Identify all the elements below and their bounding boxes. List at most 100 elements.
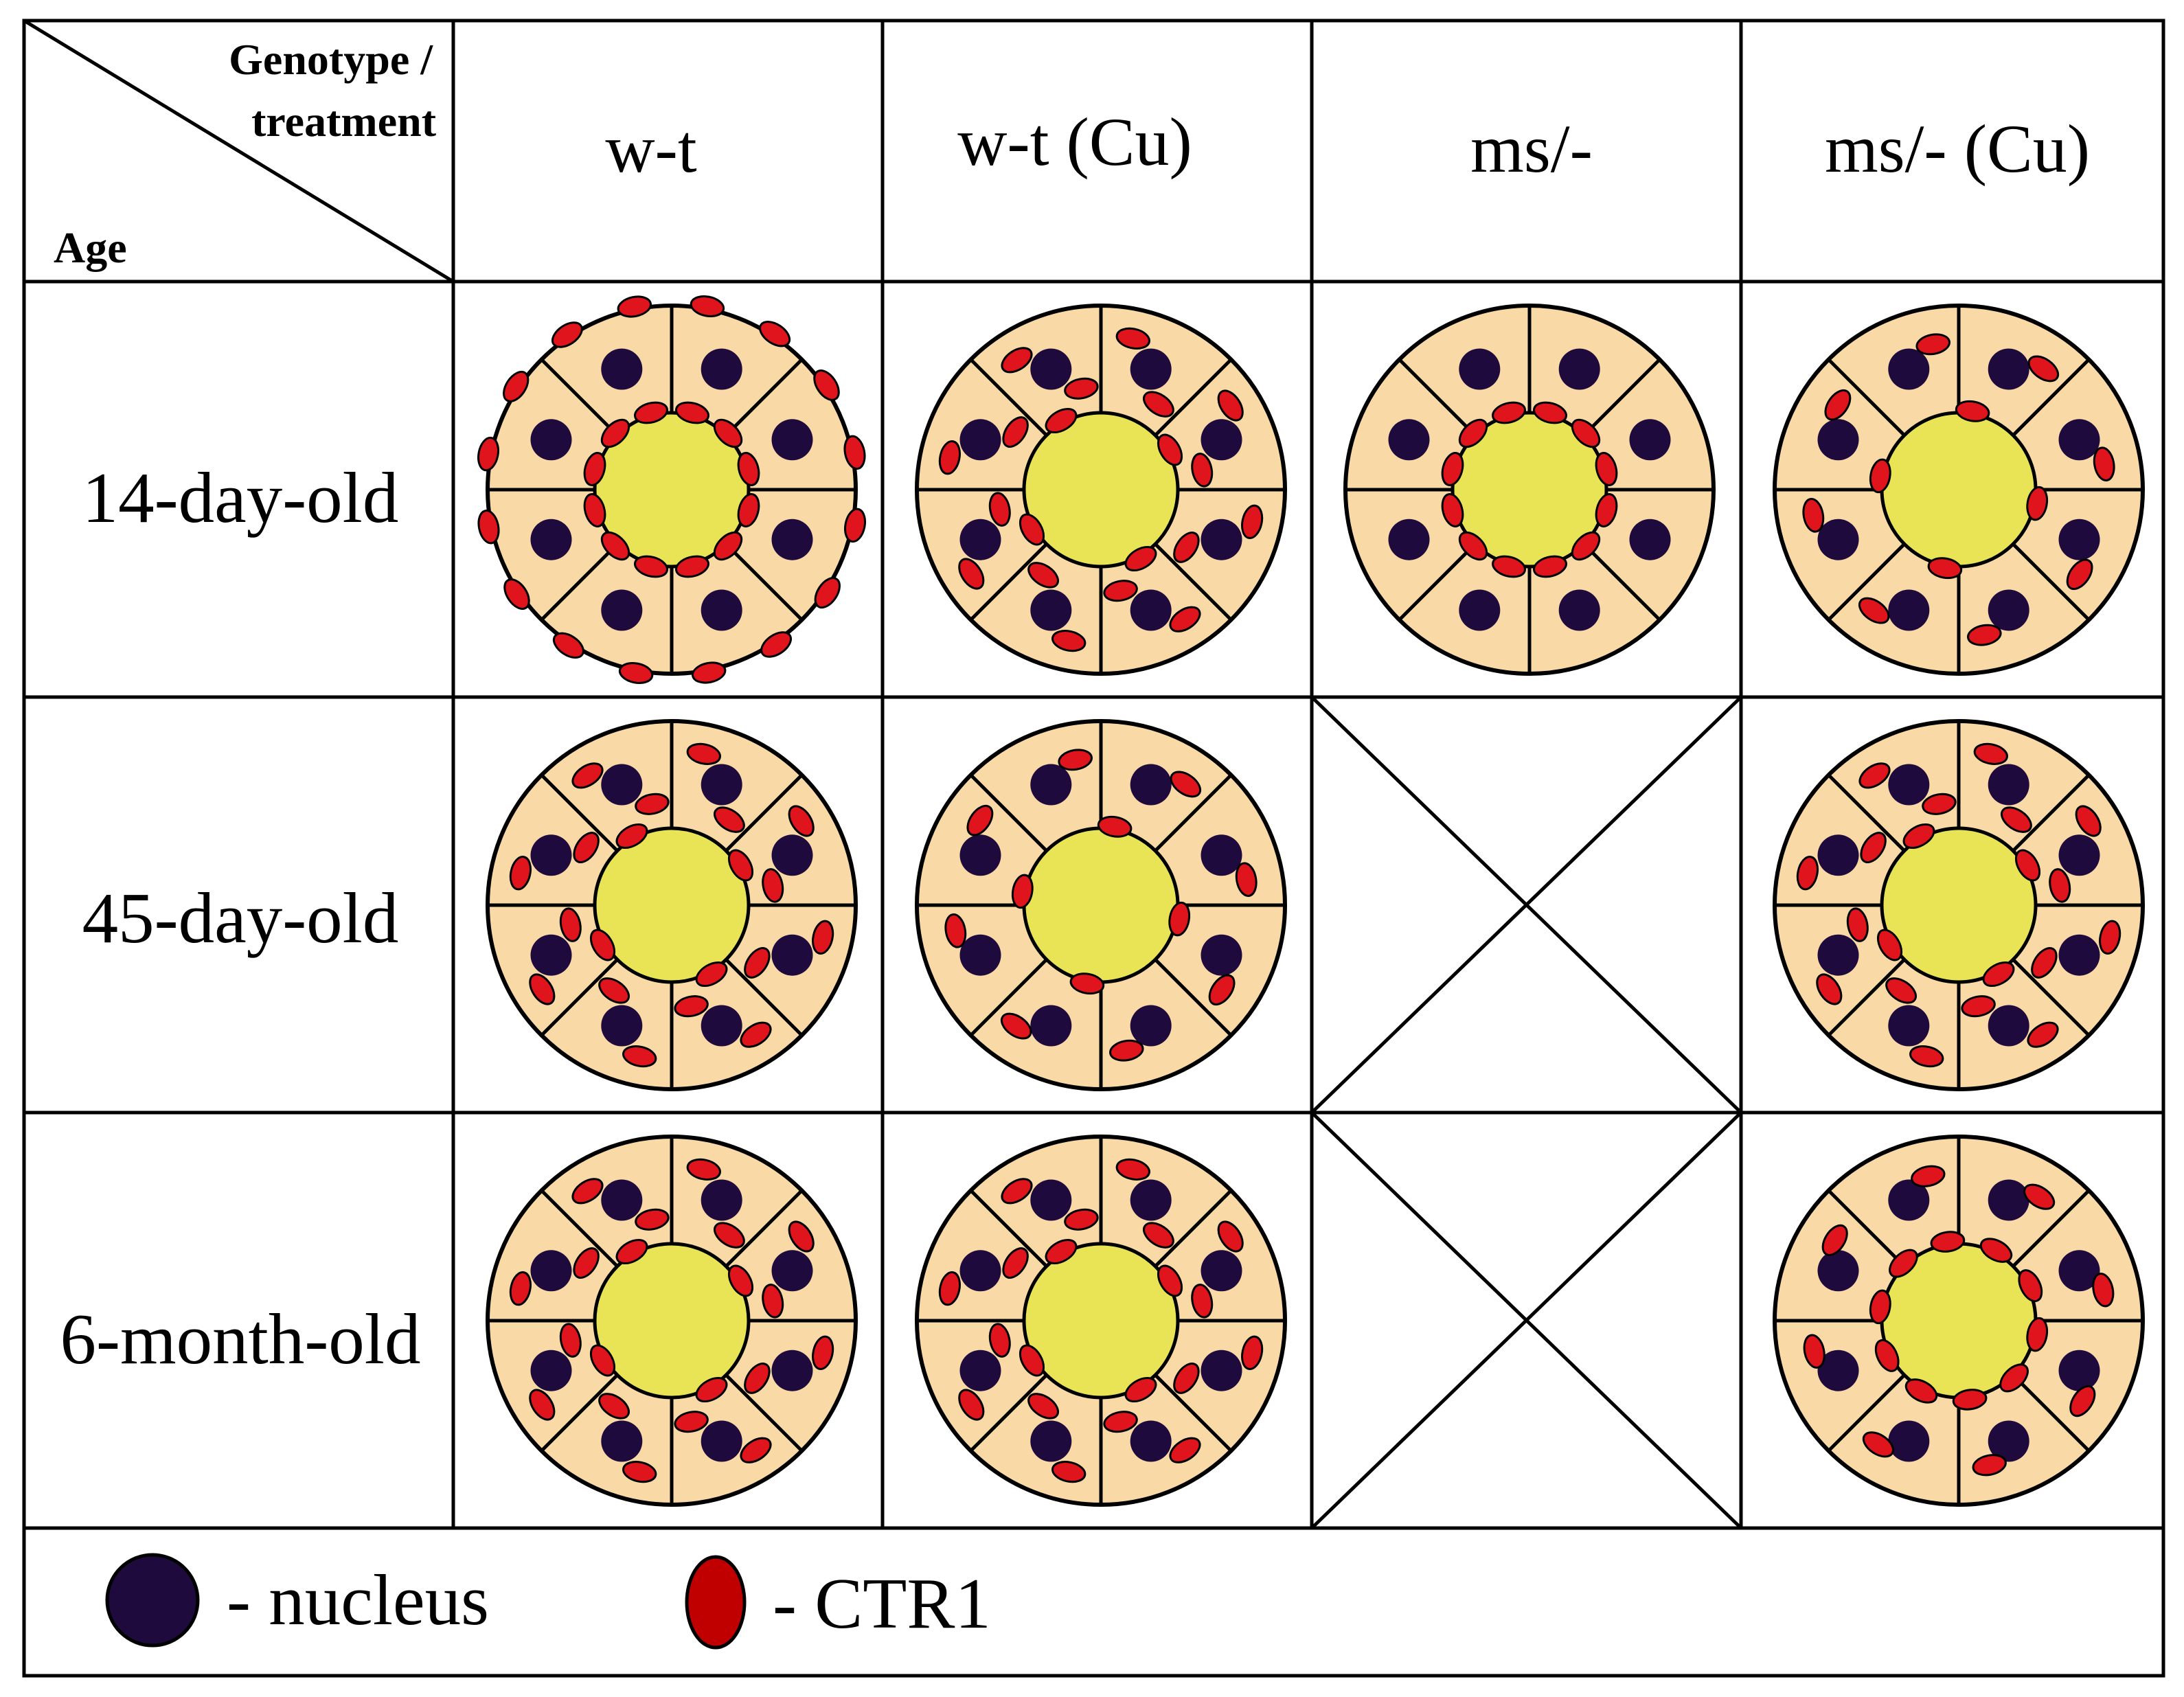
cell-boundary bbox=[2012, 773, 2091, 852]
ctr1-marker bbox=[1001, 347, 1033, 374]
ctr1-marker bbox=[812, 920, 834, 955]
ctr1-marker bbox=[635, 1208, 670, 1231]
ctr1-marker bbox=[690, 295, 725, 317]
nucleus bbox=[701, 589, 742, 631]
corner-genotype-label: Genotype / bbox=[229, 35, 433, 84]
nucleus bbox=[701, 1179, 742, 1221]
ctr1-marker bbox=[2031, 947, 2058, 979]
ctr1-marker bbox=[571, 762, 604, 789]
nucleus bbox=[1130, 589, 1172, 631]
ctr1-marker bbox=[1860, 832, 1887, 863]
cell-boundary bbox=[969, 358, 1048, 437]
ctr1-marker bbox=[692, 661, 727, 684]
ctr1-marker bbox=[674, 1411, 709, 1433]
ctr1-marker bbox=[813, 369, 840, 401]
row-header-6-month: 6-month-old bbox=[60, 1299, 421, 1379]
nucleus bbox=[1888, 1179, 1930, 1221]
ctr1-marker bbox=[1011, 874, 1034, 909]
cell-boundary bbox=[1154, 1374, 1233, 1453]
ctr1-marker bbox=[1889, 1249, 1918, 1278]
ctr1-marker bbox=[503, 370, 530, 402]
lumen bbox=[1880, 411, 2038, 569]
ctr1-marker bbox=[1876, 929, 1903, 961]
nucleus bbox=[959, 1349, 1001, 1391]
ctr1-marker bbox=[1915, 333, 1950, 356]
nucleus bbox=[1030, 1005, 1072, 1047]
ctr1-marker bbox=[622, 1045, 657, 1068]
nucleus bbox=[1558, 589, 1600, 631]
ctr1-marker bbox=[713, 418, 743, 448]
ctr1-marker bbox=[1874, 1339, 1900, 1372]
ctr1-marker bbox=[760, 631, 792, 658]
nucleus bbox=[1459, 589, 1501, 631]
ctr1-marker bbox=[635, 793, 670, 815]
corner-treatment-label: treatment bbox=[251, 97, 437, 146]
cell-boundary bbox=[540, 773, 619, 852]
column-header-wt: w-t bbox=[605, 111, 697, 187]
acinus bbox=[915, 719, 1287, 1091]
ctr1-marker bbox=[762, 868, 784, 903]
legend: - nucleus - CTR1 bbox=[105, 1553, 991, 1650]
ctr1-marker bbox=[1858, 597, 1890, 624]
legend-nucleus-icon bbox=[105, 1553, 200, 1648]
ctr1-marker bbox=[1979, 1238, 2013, 1263]
nucleus bbox=[771, 1349, 813, 1391]
ctr1-marker bbox=[988, 1323, 1011, 1358]
ctr1-marker bbox=[958, 1389, 985, 1421]
cell-boundary bbox=[1398, 358, 1477, 437]
ctr1-marker bbox=[1595, 452, 1618, 486]
cell-boundary bbox=[725, 358, 804, 437]
ctr1-marker bbox=[1058, 749, 1093, 771]
ctr1-marker bbox=[844, 508, 866, 543]
ctr1-marker bbox=[843, 435, 866, 470]
cell-boundary bbox=[540, 543, 619, 622]
nucleus bbox=[1388, 419, 1430, 461]
nucleus bbox=[1030, 1420, 1072, 1462]
nucleus bbox=[1201, 519, 1242, 560]
cell-boundary bbox=[1582, 543, 1661, 622]
ctr1-marker bbox=[1109, 1039, 1144, 1062]
nucleus bbox=[959, 934, 1001, 976]
nucleus bbox=[1201, 934, 1242, 976]
nucleus bbox=[701, 1420, 742, 1462]
ctr1-marker bbox=[686, 742, 721, 765]
nucleus bbox=[601, 348, 643, 390]
nucleus bbox=[1030, 764, 1072, 806]
ctr1-marker bbox=[1019, 1344, 1045, 1377]
ctr1-marker bbox=[1982, 961, 2015, 988]
ctr1-marker bbox=[2023, 1183, 2056, 1210]
ctr1-marker bbox=[1143, 1222, 1174, 1249]
nucleus bbox=[1130, 348, 1172, 390]
ctr1-marker bbox=[1571, 531, 1601, 561]
cell-boundary bbox=[969, 1374, 1048, 1453]
nucleus bbox=[2058, 1250, 2100, 1292]
ctr1-marker bbox=[1027, 1393, 1059, 1420]
ctr1-marker bbox=[551, 321, 583, 348]
acinus bbox=[915, 1135, 1287, 1507]
ctr1-marker bbox=[744, 947, 771, 979]
ctr1-marker bbox=[1241, 504, 1264, 539]
ctr1-marker bbox=[598, 1393, 630, 1420]
ctr1-marker bbox=[1533, 555, 1567, 578]
cell-boundary bbox=[2012, 958, 2091, 1037]
ctr1-marker bbox=[1002, 416, 1029, 448]
ctr1-marker bbox=[1802, 498, 1825, 533]
nucleus bbox=[771, 834, 813, 876]
ctr1-marker bbox=[1208, 974, 1236, 1006]
nucleus bbox=[1030, 589, 1072, 631]
nucleus bbox=[530, 519, 572, 560]
nucleus bbox=[1817, 419, 1859, 461]
cell-boundary bbox=[725, 543, 804, 622]
ctr1-marker bbox=[1846, 907, 1869, 942]
ctr1-marker bbox=[615, 823, 648, 850]
ctr1-marker bbox=[559, 1323, 582, 1358]
table-border bbox=[22, 19, 2165, 1678]
column-header-ms-cu: ms/- (Cu) bbox=[1825, 111, 2090, 187]
acinus bbox=[915, 304, 1287, 676]
ctr1-marker bbox=[1862, 1431, 1894, 1458]
ctr1-marker bbox=[1170, 771, 1202, 798]
nucleus bbox=[1459, 348, 1501, 390]
ctr1-marker bbox=[675, 555, 709, 578]
ctr1-marker bbox=[814, 577, 841, 609]
ctr1-marker bbox=[944, 913, 967, 948]
